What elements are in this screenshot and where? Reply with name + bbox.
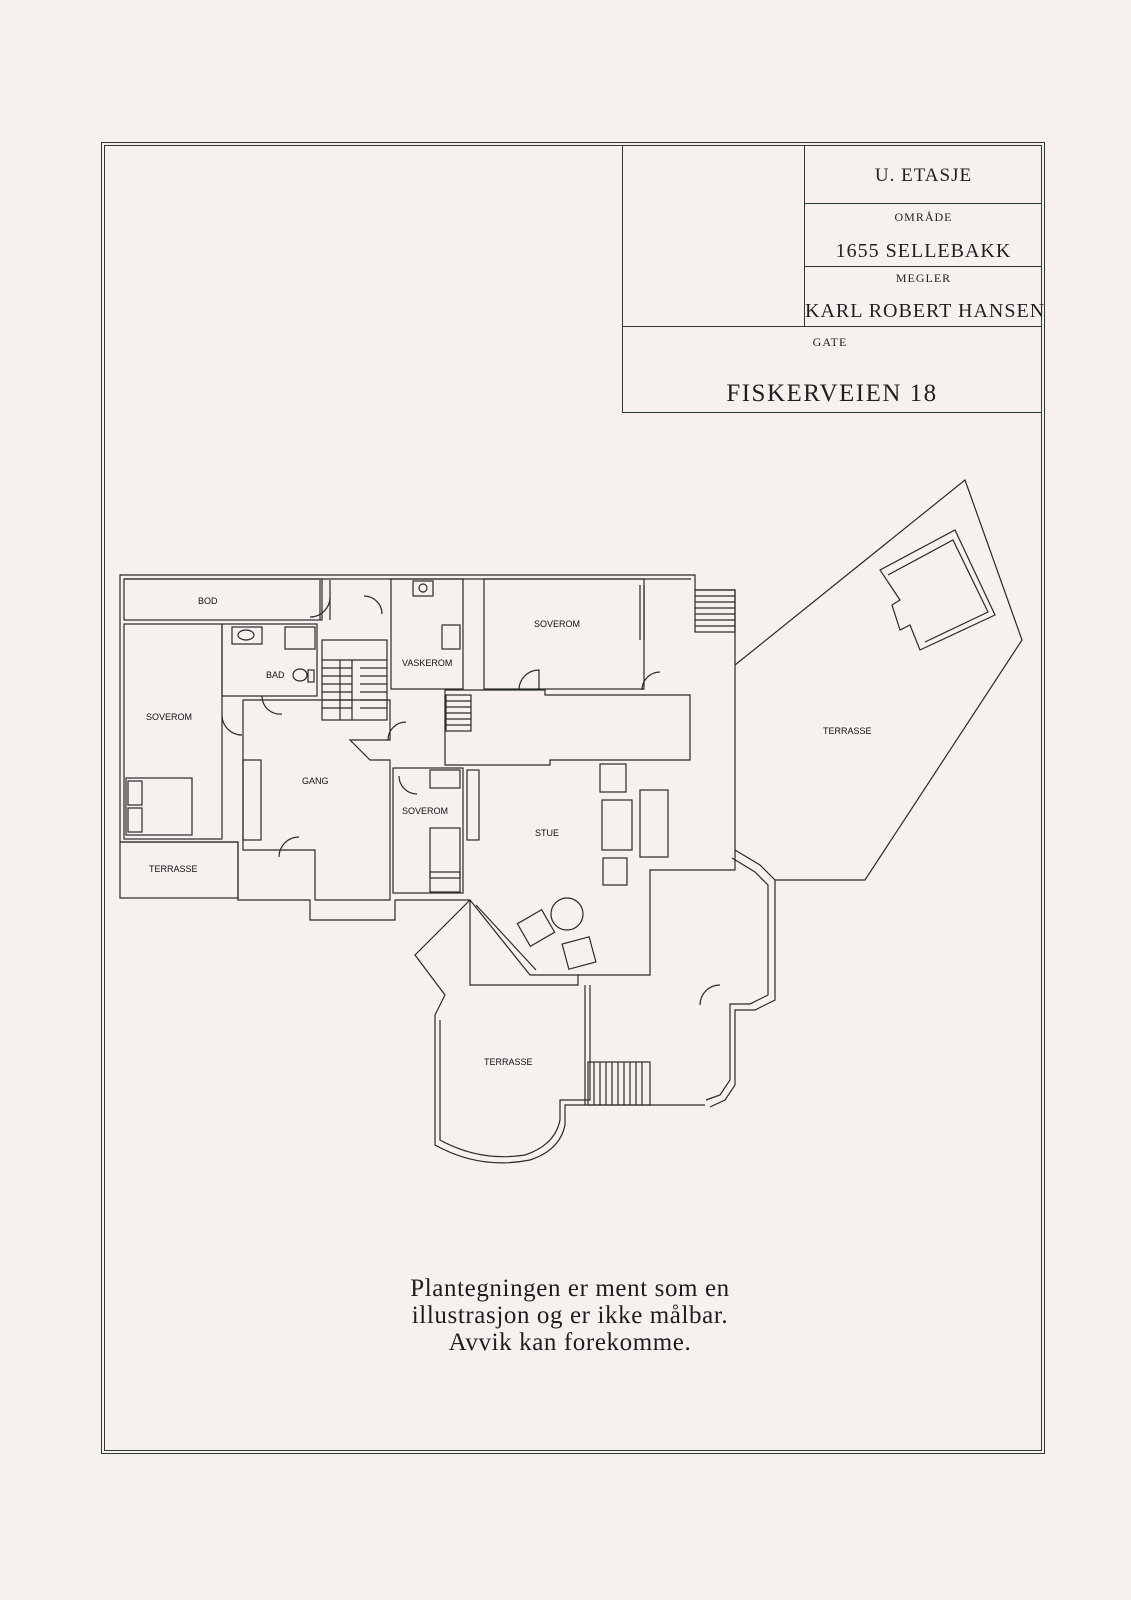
title-block-bottom-border xyxy=(622,412,1042,414)
room-label-soverom-left: SOVEROM xyxy=(146,712,192,722)
room-label-bad: BAD xyxy=(266,670,285,680)
floor-title: U. ETASJE xyxy=(874,165,973,186)
hot-tub xyxy=(879,529,996,651)
terrasse-left-area xyxy=(119,841,239,899)
area-value: 1655 SELLEBAKK xyxy=(835,240,1012,262)
vaskerom-room xyxy=(390,578,464,690)
stue-room xyxy=(444,689,691,766)
bed xyxy=(125,777,193,836)
disclaimer-line-1: Plantegningen er ment som en xyxy=(410,1275,730,1302)
stair-bottom xyxy=(587,1061,651,1106)
room-label-stue: STUE xyxy=(535,828,559,838)
disclaimer-line-2: illustrasjon og er ikke målbar. xyxy=(411,1302,729,1329)
disclaimer-line-3: Avvik kan forekomme. xyxy=(448,1329,692,1356)
room-label-gang: GANG xyxy=(302,776,329,786)
gang-room xyxy=(242,699,391,901)
room-label-terrasse-bottom: TERRASSE xyxy=(484,1057,533,1067)
stair-main xyxy=(321,639,388,721)
title-block-column-divider xyxy=(804,145,806,327)
room-label-terrasse-left: TERRASSE xyxy=(149,864,198,874)
disclaimer-note: Plantegningen er ment som en illustrasjo… xyxy=(330,1275,810,1356)
soverom-top-room xyxy=(483,578,645,690)
room-label-terrasse-right: TERRASSE xyxy=(823,726,872,736)
terrasse-bottom-area xyxy=(414,899,586,1164)
room-label-soverom-mid: SOVEROM xyxy=(402,806,448,816)
street-value: FISKERVEIEN 18 xyxy=(726,380,938,407)
bay-lower-right xyxy=(709,849,776,1108)
agent-label: MEGLER xyxy=(895,271,952,285)
agent-value: KARL ROBERT HANSEN xyxy=(805,300,1046,322)
stair-top-right xyxy=(694,589,736,633)
room-label-vaskerom: VASKEROM xyxy=(402,658,452,668)
room-label-soverom-top: SOVEROM xyxy=(534,619,580,629)
street-label: GATE xyxy=(812,335,848,349)
title-block-row-divider-3 xyxy=(622,326,1042,328)
title-block-row-divider-2 xyxy=(804,266,1042,268)
page-frame-outer xyxy=(101,142,1045,1454)
soverom-left-room xyxy=(123,623,223,840)
building-outline xyxy=(119,574,736,986)
terrasse-right-area xyxy=(734,479,1023,881)
page-frame-inner xyxy=(104,145,1042,1451)
soverom-mid-room xyxy=(392,767,464,894)
room-label-bod: BOD xyxy=(198,596,218,606)
title-block-left-border xyxy=(622,145,624,413)
bod-room xyxy=(123,578,323,621)
title-block-row-divider-1 xyxy=(804,203,1042,205)
area-label: OMRÅDE xyxy=(894,210,953,224)
bad-room xyxy=(221,623,318,697)
